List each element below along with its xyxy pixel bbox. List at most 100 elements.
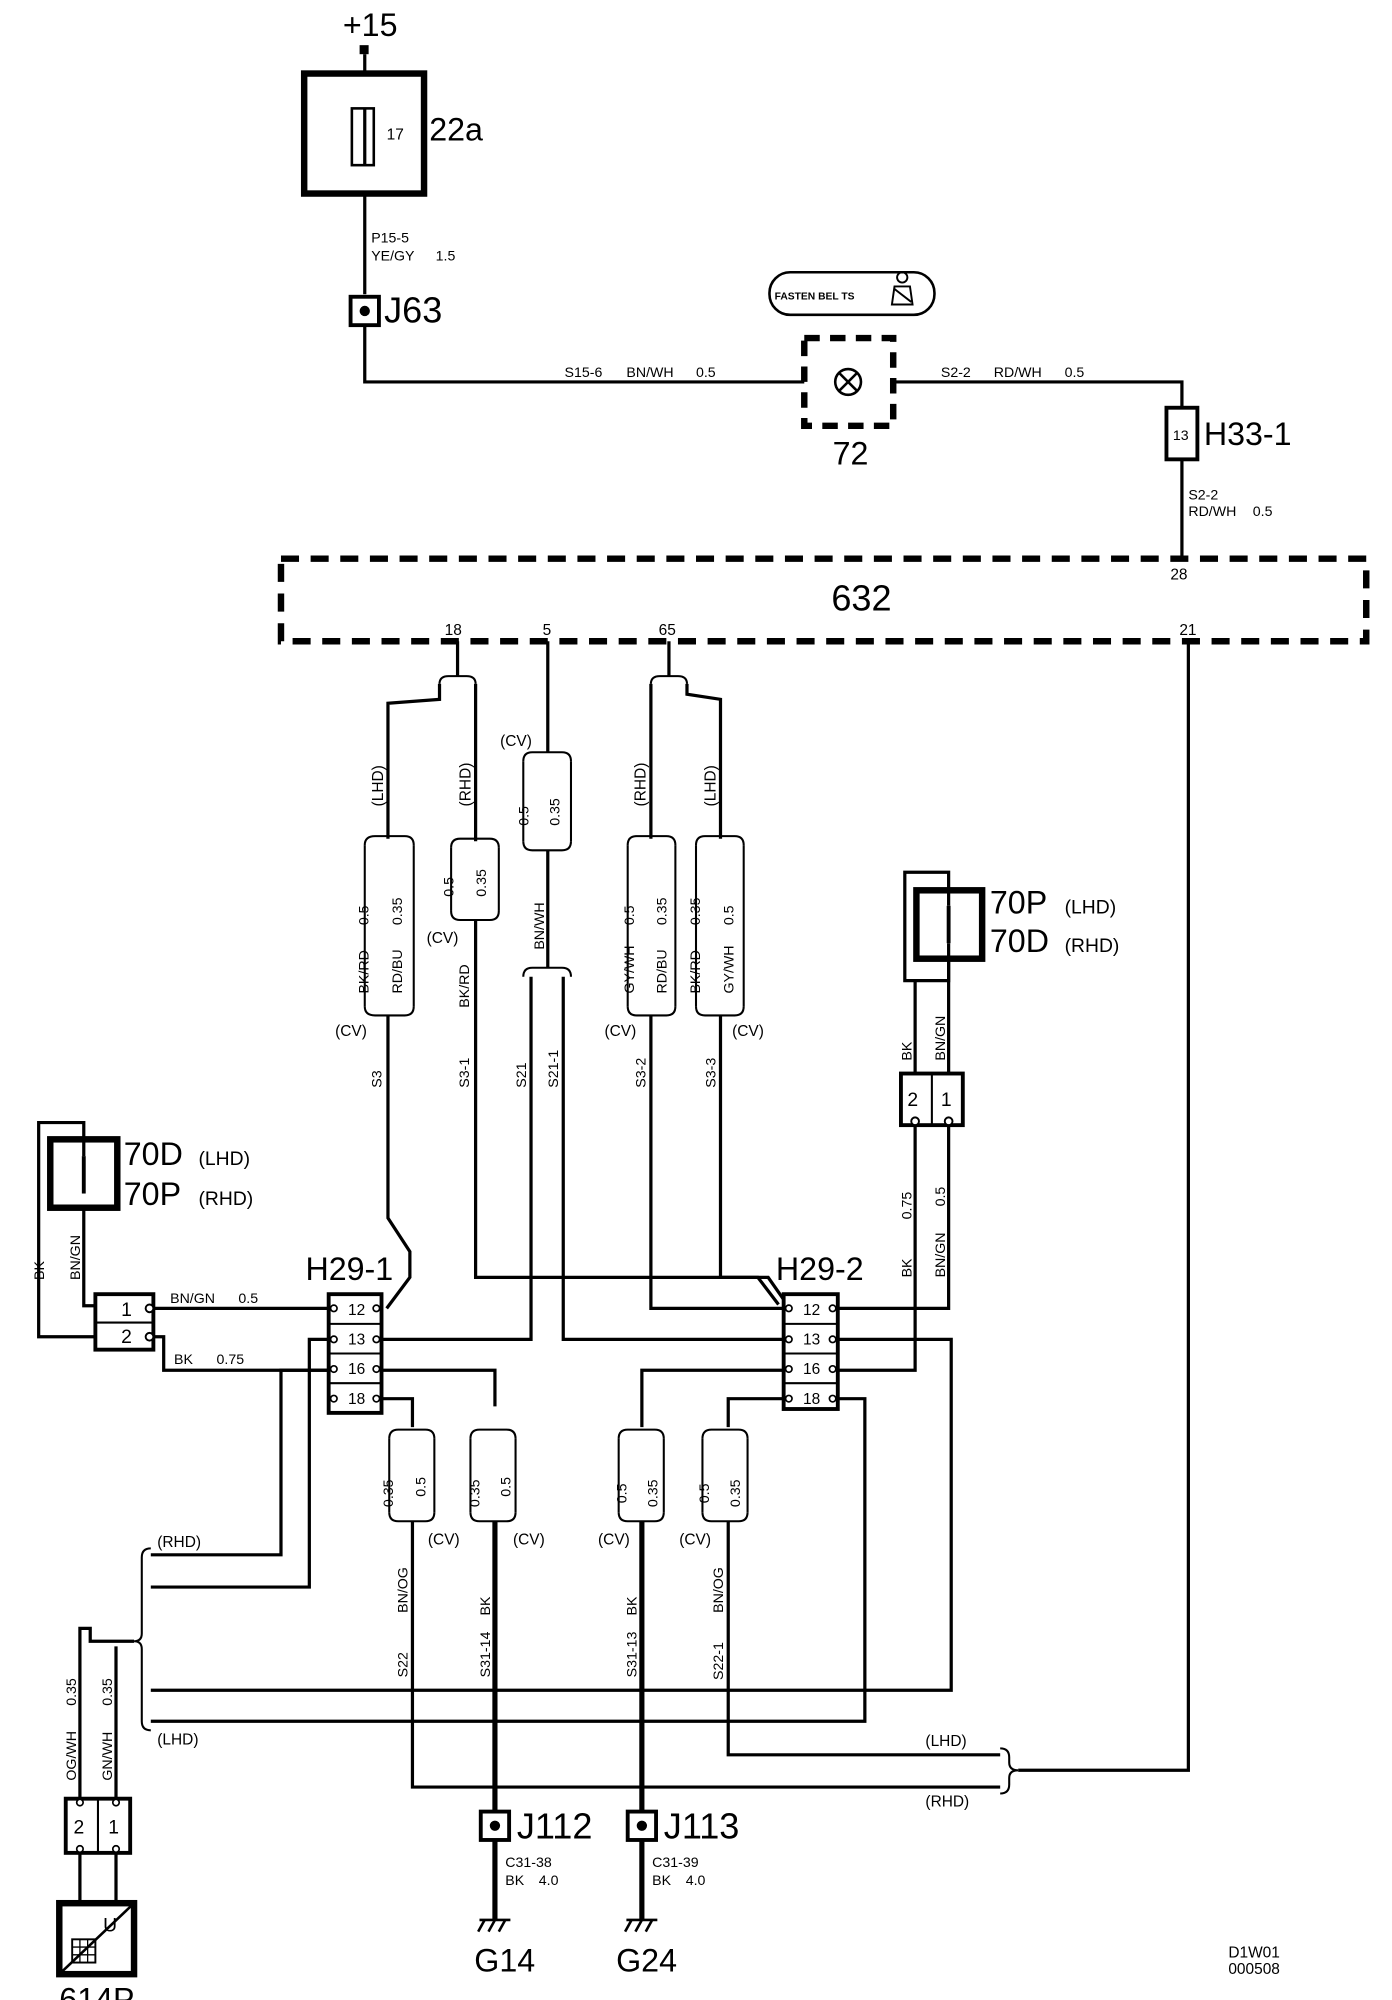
module-632-pin-5: 5 <box>543 622 552 639</box>
wire-s15-6 <box>363 325 805 384</box>
wire-h29-2-18 <box>150 1397 867 1723</box>
connector-h29-1-label: H29-1 <box>305 1251 393 1287</box>
switch-right-pin-a-color: BK <box>899 1041 915 1060</box>
wire-switch-right-bk <box>837 1125 917 1372</box>
g2-size-b: 0.35 <box>474 869 490 897</box>
fuse-box-label: 22a <box>429 112 483 148</box>
switch-right-pin-b: 1 <box>941 1089 952 1111</box>
ground-g14-label: G14 <box>474 1943 535 1979</box>
connector-h33-1 <box>1164 405 1200 462</box>
switch-left-line2: 70P <box>124 1176 181 1212</box>
lg4-size-b: 0.35 <box>728 1479 744 1507</box>
switch-left-pin-b: 2 <box>121 1326 132 1348</box>
wire-s22-1-label: S22-1 <box>711 1642 727 1680</box>
brace-614 <box>133 1547 151 1732</box>
junction-j112-color: BK <box>505 1873 524 1889</box>
variant-cv-g3: (CV) <box>500 733 532 750</box>
wire-s22-color: BN/OG <box>395 1567 411 1613</box>
supply-label: +15 <box>343 7 398 43</box>
wire-s21-1 <box>561 976 787 1341</box>
h29-1-pin-13: 13 <box>348 1331 365 1348</box>
variant-cv-g1: (CV) <box>335 1023 367 1040</box>
junction-j112-size: 4.0 <box>539 1873 559 1889</box>
g4-size-b: 0.35 <box>654 897 670 925</box>
wire-s31-14-color: BK <box>478 1596 494 1615</box>
wire-h29-1-16-lhd <box>150 1368 329 1557</box>
wire-s31-13-color: BK <box>625 1596 641 1615</box>
wire-s3-3 <box>718 1015 780 1306</box>
unit-614p-pin-b: 1 <box>108 1817 119 1839</box>
wire-s2-2-lamp-size: 0.5 <box>1065 365 1085 381</box>
switch-left-wire-b-size: 0.75 <box>217 1352 245 1368</box>
wire-s2-2-module-color: RD/WH <box>1188 504 1236 520</box>
wire-s2-2-lamp-color: RD/WH <box>994 365 1042 381</box>
switch-left-line2-variant: (RHD) <box>198 1188 253 1210</box>
switch-left-pin-a-color: BN/GN <box>68 1235 84 1280</box>
variant-cv-g2: (CV) <box>427 930 459 947</box>
h29-2-pin-12: 12 <box>803 1302 820 1319</box>
wire-switch-right-bngn <box>837 1125 951 1310</box>
variant-cv-lg2: (CV) <box>513 1531 545 1548</box>
wire-s2-2-module-label: S2-2 <box>1188 487 1218 503</box>
wire-s2-2-lamp <box>893 380 1184 408</box>
wire-s3-2-label: S3-2 <box>634 1058 650 1088</box>
module-632-pin-28: 28 <box>1170 566 1187 583</box>
h29-2-pin-18: 18 <box>803 1391 820 1408</box>
wire-s22-1 <box>726 1521 1001 1757</box>
brace-return <box>1000 1747 1019 1795</box>
wire-s15-6-label: S15-6 <box>565 365 603 381</box>
wire-s3-2 <box>649 1015 787 1310</box>
switch-left-line1-variant: (LHD) <box>198 1148 250 1170</box>
switch-right-line2: 70D <box>990 923 1049 959</box>
wire-switch-left-bk <box>153 1335 329 1372</box>
unit-614p-wire-b-color: GN/WH <box>100 1732 116 1781</box>
switch-right-line2-variant: (RHD) <box>1065 935 1120 957</box>
lg2-size-a: 0.35 <box>467 1479 483 1507</box>
g3-size-b: 0.35 <box>547 798 563 826</box>
footer-date: 000508 <box>1228 1961 1280 1978</box>
module-632-pin-21: 21 <box>1179 622 1196 639</box>
variant-cv-lg1: (CV) <box>428 1531 460 1548</box>
h29-1-pin-16: 16 <box>348 1361 365 1378</box>
switch-right-pin-b-color: BN/GN <box>933 1016 949 1061</box>
unit-614p-label: 614P <box>59 1981 134 2000</box>
unit-614p-symbol: U <box>103 1915 117 1937</box>
junction-j112-wire: C31-38 <box>505 1855 552 1871</box>
wire-s3-1-label: S3-1 <box>457 1058 473 1088</box>
footer-code: D1W01 <box>1228 1944 1280 1961</box>
unit-614p-wire-a-size: 0.35 <box>64 1678 80 1706</box>
ground-g24-icon <box>623 1918 658 1933</box>
variant-rhd-614: (RHD) <box>157 1534 201 1551</box>
wire-pin-21 <box>1018 641 1190 1772</box>
g3-size-a: 0.5 <box>516 806 532 826</box>
connector-h33-1-label: H33-1 <box>1204 416 1292 452</box>
g5-color-a: BK/RD <box>688 950 704 993</box>
variant-cv-g4: (CV) <box>604 1023 636 1040</box>
switch-right-pin-a: 2 <box>907 1089 918 1111</box>
module-632 <box>277 555 1370 645</box>
variant-rhd-g4: (RHD) <box>633 763 650 807</box>
fasten-belts-text: FASTEN BEL TS <box>775 291 855 302</box>
variant-lhd-g5: (LHD) <box>702 765 719 806</box>
junction-j112-label: J112 <box>517 1806 593 1847</box>
ground-g24-label: G24 <box>616 1943 677 1979</box>
connector-h33-1-pin: 13 <box>1173 428 1189 444</box>
unit-614p-pin-a: 2 <box>73 1817 84 1839</box>
junction-j113-color: BK <box>652 1873 671 1889</box>
switch-left-wire-a-color: BN/GN <box>170 1291 215 1307</box>
unit-614p-wire-b-size: 0.35 <box>100 1678 116 1706</box>
wire-s3-1 <box>473 919 788 1305</box>
seatbelt-icon <box>890 271 914 306</box>
unit-614p-wire-a-color: OG/WH <box>64 1731 80 1781</box>
wire-s21-label: S21 <box>514 1062 530 1087</box>
wire-s2-2-lamp-label: S2-2 <box>941 365 971 381</box>
g1-color-a: BK/RD <box>357 950 373 993</box>
variant-lhd-return: (LHD) <box>925 1733 966 1750</box>
wire-s3-label: S3 <box>370 1070 386 1087</box>
wire-h29-1-13-rhd <box>150 1337 329 1589</box>
switch-left-wire-a-size: 0.5 <box>238 1291 258 1307</box>
lg3-size-b: 0.35 <box>645 1479 661 1507</box>
seatbelt-lamp-label: 72 <box>833 435 869 471</box>
g1-size-b: 0.35 <box>390 897 406 925</box>
